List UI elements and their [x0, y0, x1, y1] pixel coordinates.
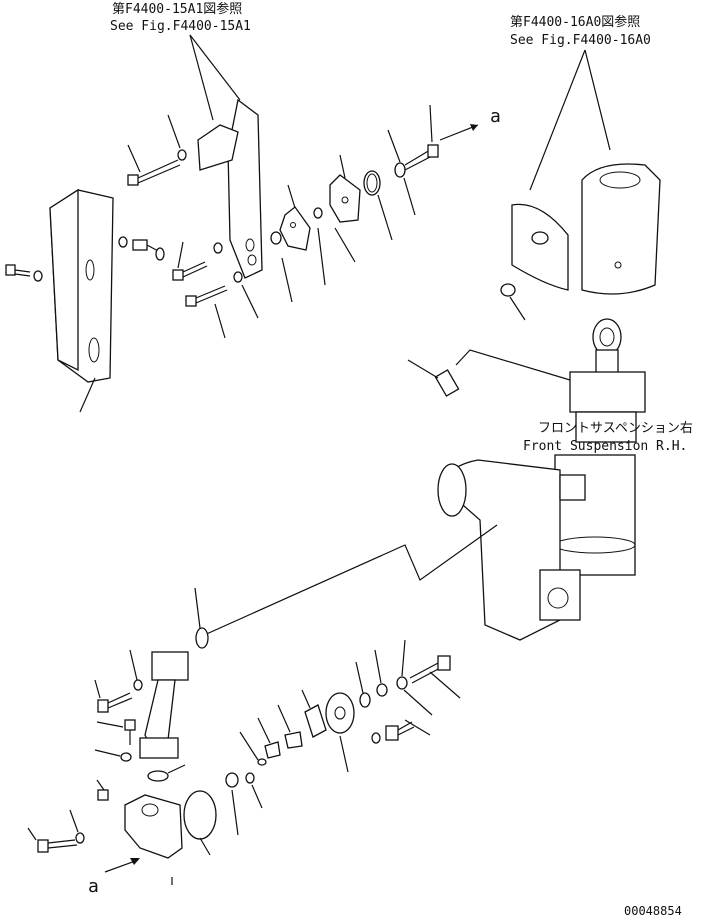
bolt-cylinder-leader: [407, 349, 571, 397]
bolt-left: [5, 264, 43, 282]
cover-half: [500, 203, 569, 321]
bolt-upper-b: [172, 241, 223, 281]
connector-arrow-bottom: [104, 858, 173, 885]
connector-arrow-top: [439, 124, 479, 141]
bracket-upper: [197, 98, 263, 279]
bolt-clevis: [27, 809, 85, 853]
plate-flange: [313, 154, 361, 286]
fig-16a0-leaders: [529, 49, 611, 191]
cover-plate: [49, 188, 114, 413]
bolt-upper-c: [185, 271, 259, 339]
fig-15a1-leaders: [189, 34, 241, 121]
bolt-connector-a: [387, 104, 439, 216]
fig-15a1-reference-en: See Fig.F4400-15A1: [110, 19, 251, 34]
long-bolt-lower: [409, 655, 461, 699]
break-line: [201, 524, 498, 637]
cover-full: [581, 163, 661, 295]
fig-15a1-reference-jp: 第F4400-15A1図参照: [112, 1, 242, 17]
fig-16a0-reference-en: See Fig.F4400-16A0: [510, 33, 651, 48]
assembly-label-jp: フロントサスペンション右: [538, 421, 693, 436]
washer-bolt-mid: [118, 236, 165, 261]
clevis-block: [96, 779, 217, 859]
drawing-number: 00048854: [624, 904, 682, 918]
connector-label-bottom: a: [88, 876, 99, 897]
plate-small: [270, 184, 311, 303]
assembly-label-en: Front Suspension R.H.: [523, 439, 687, 454]
link-bracket: [139, 587, 209, 759]
bolts-bracket: [94, 649, 186, 782]
connector-label-top: a: [490, 106, 501, 127]
lower-fittings: [225, 639, 433, 836]
bolt-upper-a: [127, 114, 187, 186]
o-ring: [363, 170, 393, 241]
fig-16a0-reference-jp: 第F4400-16A0図参照: [510, 14, 640, 30]
suspension-cylinder: [554, 318, 646, 576]
axle-housing: [437, 459, 586, 641]
